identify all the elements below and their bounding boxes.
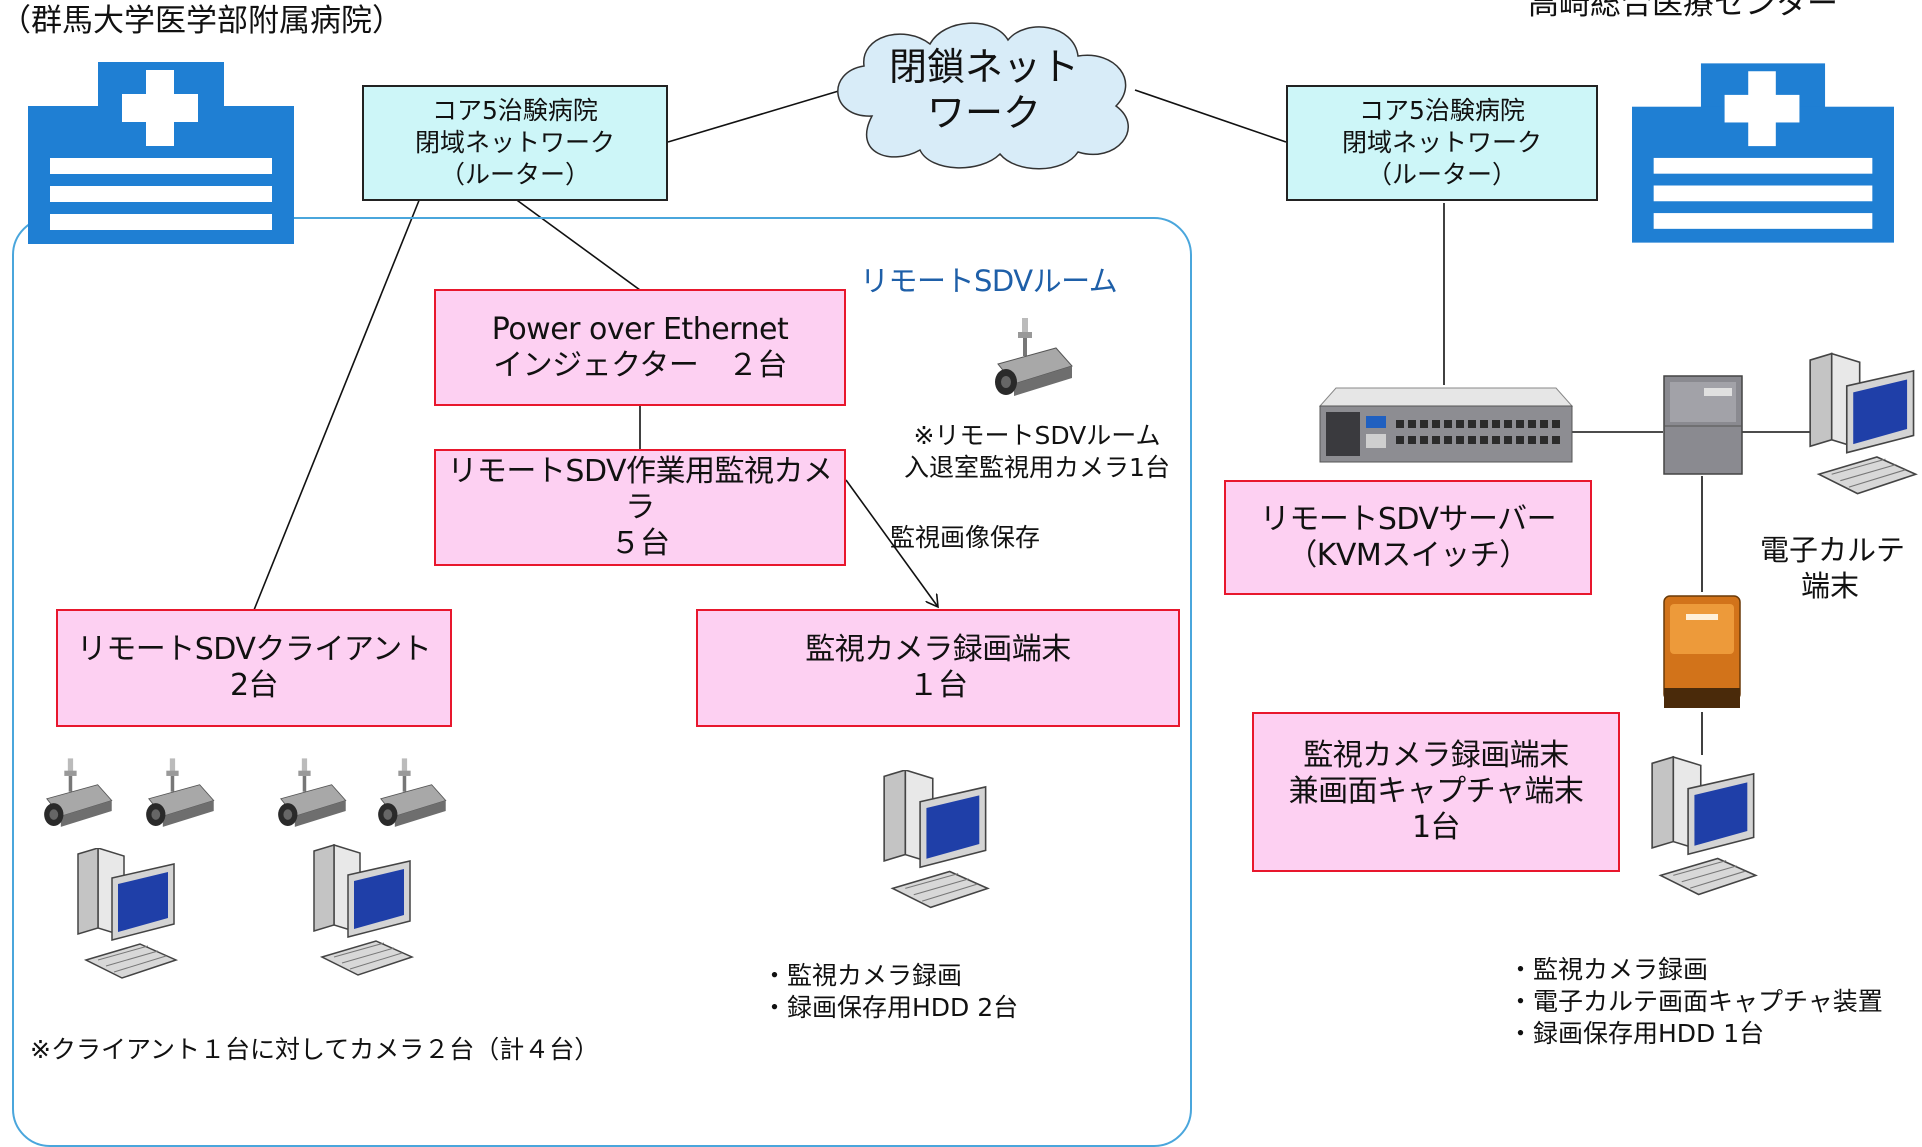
network-label: 閉鎖ネット ワーク [888, 45, 1079, 135]
work-camera-box: リモートSDV作業用監視カメラ ５台 [434, 449, 846, 566]
kvm-server-box: リモートSDVサーバー （KVMスイッチ） [1224, 480, 1592, 595]
capture-terminal-box: 監視カメラ録画端末 兼画面キャプチャ端末 1台 [1252, 712, 1620, 872]
computer-icon [883, 770, 990, 909]
hospital-left-name: （群馬大学医学部附属病院） [0, 3, 403, 39]
recorder-bullets: ・監視カメラ録画 ・録画保存用HDD 2台 [762, 960, 1018, 1024]
capture-device-icon [1663, 375, 1743, 475]
line-router-left-to-cloud [667, 89, 843, 143]
client-note: ※クライアント１台に対してカメラ２台（計４台） [30, 1035, 600, 1064]
list-item: ・監視カメラ録画 [762, 961, 963, 990]
hospital-icon [1632, 63, 1894, 243]
cloud-icon [837, 22, 1129, 170]
poe-injector-box: Power over Ethernet インジェクター ２台 [434, 289, 846, 406]
hospital-icon [28, 62, 294, 244]
kvm-switch-icon [1318, 387, 1574, 463]
camera-icon [995, 318, 1073, 396]
line-cloud-to-router-right [1134, 89, 1287, 143]
computer-icon [1651, 755, 1758, 896]
right-bullets: ・監視カメラ録画 ・電子カルテ画面キャプチャ装置 ・録画保存用HDD 1台 [1508, 954, 1883, 1050]
entry-camera-note: ※リモートSDVルーム 入退室監視用カメラ1台 [904, 421, 1170, 482]
computer-icon [77, 848, 179, 979]
room-label: リモートSDVルーム [860, 264, 1118, 298]
list-item: ・録画保存用HDD 1台 [1508, 1019, 1765, 1048]
line-router-to-poe [513, 197, 641, 291]
computer-icon [1809, 352, 1918, 495]
camera-icon [146, 758, 215, 827]
list-item: ・録画保存用HDD 2台 [762, 993, 1019, 1022]
hospital-right-name: 高崎総合医療センター [1528, 0, 1838, 22]
line-router-to-client [253, 197, 421, 611]
camera-icon [378, 758, 447, 827]
list-item: ・監視カメラ録画 [1508, 955, 1709, 984]
save-label: 監視画像保存 [890, 523, 1041, 552]
recorder-box: 監視カメラ録画端末 １台 [696, 609, 1180, 727]
ehr-terminal-label: 電子カルテ 端末 [1760, 533, 1906, 603]
router-left: コア5治験病院 閉域ネットワーク （ルーター） [362, 85, 668, 201]
router-right: コア5治験病院 閉域ネットワーク （ルーター） [1286, 85, 1598, 201]
camera-icon [44, 758, 113, 827]
arrow-save-to-recorder [845, 479, 938, 607]
hdd-icon [1663, 595, 1741, 708]
computer-icon [313, 843, 415, 976]
camera-icon [278, 758, 347, 827]
list-item: ・電子カルテ画面キャプチャ装置 [1508, 987, 1883, 1016]
client-box: リモートSDVクライアント 2台 [56, 609, 452, 727]
